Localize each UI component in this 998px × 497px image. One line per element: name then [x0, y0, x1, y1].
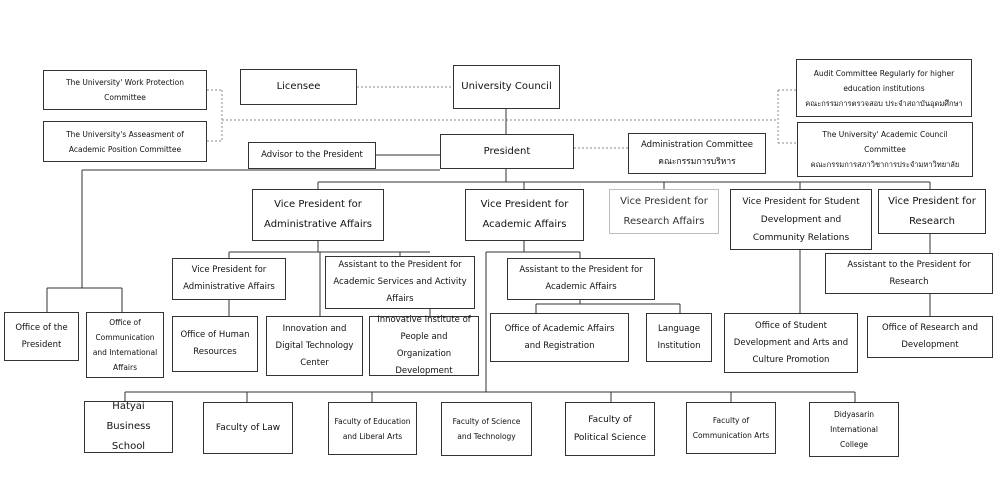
office-of-the-president-box: Office of the President [4, 312, 79, 361]
faculty-of-political-science-box: Faculty of Political Science [565, 402, 655, 456]
vp-academic-affairs-box: Vice President for Academic Affairs [465, 189, 584, 241]
licensee-box: Licensee [240, 69, 357, 105]
language-institution-box: Language Institution [646, 313, 712, 362]
vp-research-box: Vice President for Research [878, 189, 986, 234]
university-council-box: University Council [453, 65, 560, 109]
didyasarin-international-college-box: Didyasarin International College [809, 402, 899, 457]
office-academic-affairs-box: Office of Academic Affairs and Registrat… [490, 313, 629, 362]
innovation-digital-technology-box: Innovation and Digital Technology Center [266, 316, 363, 376]
innovative-institute-box: Innovative Institute of People and Organ… [369, 315, 479, 376]
office-communication-international-box: Office of Communication and Internationa… [86, 312, 164, 378]
assistant-academic-services-box: Assistant to the President for Academic … [325, 256, 475, 309]
hatyai-business-school-box: Hatyai Business School [84, 401, 173, 453]
advisor-box: Advisor to the President [248, 142, 376, 169]
office-student-development-box: Office of Student Development and Arts a… [724, 313, 858, 373]
president-box: President [440, 134, 574, 169]
assistant-research-box: Assistant to the President for Research [825, 253, 993, 294]
vp-research-affairs-box: Vice President for Research Affairs [609, 189, 719, 234]
faculty-of-law-box: Faculty of Law [203, 402, 293, 454]
administration-committee-box: Administration Committee คณะกรรมการบริหา… [628, 133, 766, 174]
office-human-resources-box: Office of Human Resources [172, 316, 258, 372]
assessment-committee-box: The University's Asseasment of Academic … [43, 121, 207, 162]
academic-council-committee-box: The University' Academic Council Committ… [797, 122, 973, 177]
office-research-development-box: Office of Research and Development [867, 316, 993, 358]
vp-student-development-box: Vice President for Student Development a… [730, 189, 872, 250]
faculty-of-communication-arts-box: Faculty of Communication Arts [686, 402, 776, 454]
vp-administrative-affairs-box: Vice President for Administrative Affair… [252, 189, 384, 241]
audit-committee-box: Audit Committee Regularly for higher edu… [796, 59, 972, 117]
work-protection-committee-box: The University' Work Protection Committe… [43, 70, 207, 110]
vp-administrative-affairs-sub-box: Vice President for Administrative Affair… [172, 258, 286, 300]
assistant-academic-affairs-box: Assistant to the President for Academic … [507, 258, 655, 300]
faculty-of-science-box: Faculty of Science and Technology [441, 402, 532, 456]
faculty-of-education-box: Faculty of Education and Liberal Arts [328, 402, 417, 455]
